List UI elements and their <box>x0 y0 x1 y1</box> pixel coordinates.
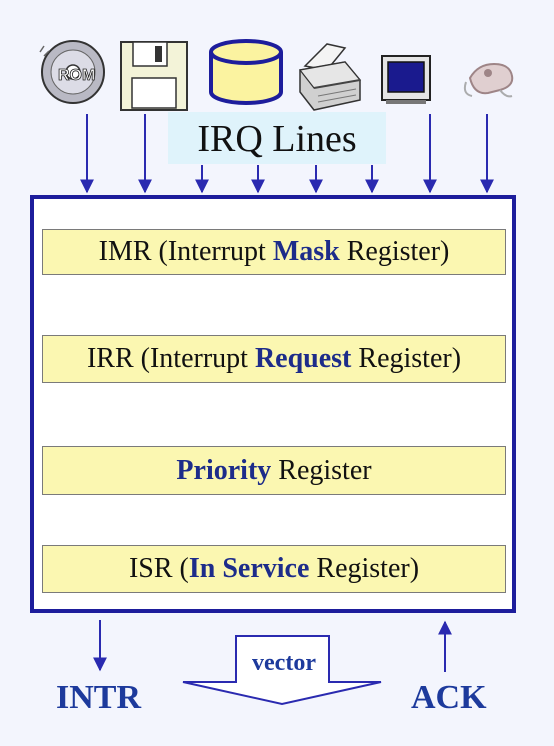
floppy-disk-icon <box>120 41 188 111</box>
ack-label: ACK <box>411 679 487 716</box>
priority-keyword: Priority <box>176 454 272 486</box>
isr-text-pre: ISR ( <box>128 553 189 584</box>
printer-icon <box>298 43 362 111</box>
monitor-icon <box>381 55 431 104</box>
cd-rom-icon: ROM <box>39 40 105 104</box>
irr-register: IRR (Interrupt Request Register) <box>42 335 506 383</box>
cd-rom-label: ROM <box>58 67 95 84</box>
priority-text-post: Register <box>271 454 372 486</box>
isr-keyword: In Service <box>188 553 310 584</box>
irr-text-post: Register) <box>351 343 462 374</box>
priority-register: Priority Register <box>42 446 506 495</box>
imr-text-post: Register) <box>339 236 450 267</box>
imr-text-pre: IMR (Interrupt <box>98 236 273 267</box>
irq-lines-title: IRQ Lines <box>168 112 386 164</box>
vector-outline-arrow <box>182 635 382 706</box>
irq-arrows <box>80 114 494 194</box>
intr-label: INTR <box>56 679 142 716</box>
isr-text-post: Register) <box>309 553 420 584</box>
irr-text-pre: IRR (Interrupt <box>86 343 255 374</box>
disk-cylinder-icon <box>209 39 283 105</box>
mouse-icon <box>463 62 514 98</box>
imr-register: IMR (Interrupt Mask Register) <box>42 229 506 275</box>
irr-keyword: Request <box>254 343 352 374</box>
vector-label: vector <box>252 650 316 676</box>
imr-keyword: Mask <box>272 236 340 267</box>
isr-register: ISR (In Service Register) <box>42 545 506 593</box>
